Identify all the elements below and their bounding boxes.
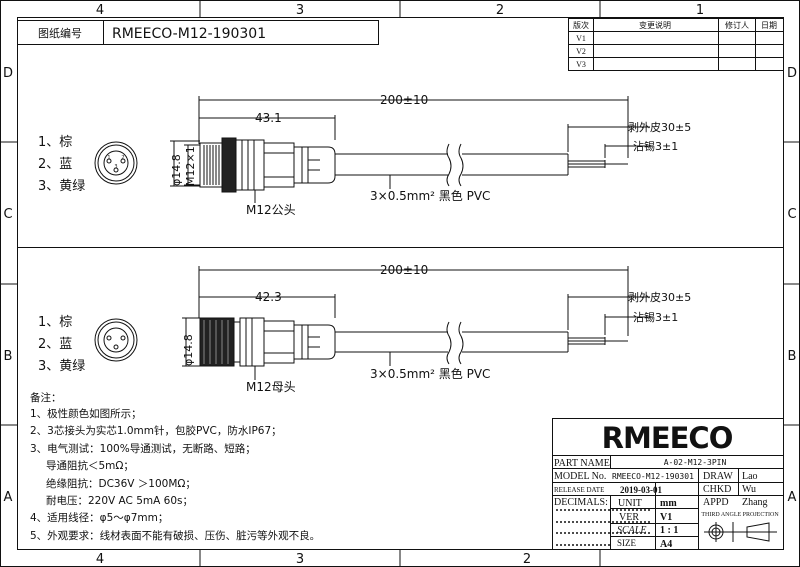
version-value: V1: [660, 512, 672, 523]
cable-male: [335, 143, 628, 187]
revision-row-version: V3: [576, 60, 586, 69]
pin-label-2: 2、蓝: [38, 337, 72, 352]
zone-label: B: [4, 349, 13, 364]
view-female-connector: [94, 266, 650, 380]
note-line: 导通阻抗＜5mΩ；: [46, 459, 134, 472]
zone-label: B: [788, 349, 797, 364]
connector-label: M12母头: [246, 380, 296, 394]
zone-label: C: [3, 207, 12, 222]
cable-spec: 3×0.5mm² 黑色 PVC: [370, 189, 490, 203]
pin-face-female: [94, 318, 138, 362]
projection-label: THIRD ANGLE PROJECTION: [701, 512, 779, 518]
zone-label: A: [4, 490, 13, 505]
cable-female: [335, 321, 628, 365]
pin-number: 3: [114, 164, 117, 170]
note-line: 1、极性颜色如图所示；: [30, 407, 142, 420]
zone-label: C: [787, 207, 796, 222]
connector-length-dimension: 43.1: [255, 111, 282, 125]
part-name-label: PART NAME: [554, 458, 610, 469]
release-date-label: RELEASE DATE: [554, 486, 604, 494]
pin-label-2: 2、蓝: [38, 157, 72, 172]
release-date-value: 2019-03-01: [620, 485, 662, 495]
connector-body-female: [199, 317, 336, 367]
draw-label: DRAW: [703, 471, 733, 482]
zone-label: 4: [96, 552, 104, 567]
tinning-dimension: 沾锡3±1: [633, 139, 678, 153]
drawing-number-value: RMEECO-M12-190301: [112, 26, 266, 42]
view-male-connector: [94, 96, 650, 203]
decimals-label: DECIMALS:: [554, 497, 608, 508]
version-label: VER: [619, 512, 639, 523]
note-line: 耐电压：220V AC 5mA 60s；: [46, 494, 193, 507]
pin-number: 1: [107, 155, 110, 161]
pin-label-3: 3、黄绿: [38, 359, 85, 374]
scale-value: 1 : 1: [660, 525, 678, 536]
strip-jacket-dimension: 剥外皮30±5: [628, 291, 691, 304]
note-line: 2、3芯接头为实芯1.0mm针，包胶PVC，防水IP67；: [30, 424, 282, 437]
zone-label: D: [787, 66, 797, 81]
revision-header-description: 变更说明: [639, 20, 671, 30]
dimensions-male: [170, 96, 650, 203]
approved-label: APPD: [703, 497, 729, 508]
note-line: 4、适用线径：φ5～φ7mm；: [30, 511, 168, 524]
zone-label: 1: [696, 3, 704, 18]
company-logo: RMEECO: [602, 421, 733, 455]
size-value: A4: [660, 539, 672, 550]
drawing-number-label: 图纸编号: [38, 26, 82, 40]
zone-label: 3: [296, 552, 304, 567]
dimensions-female: [182, 266, 650, 380]
cable-spec: 3×0.5mm² 黑色 PVC: [370, 367, 490, 381]
diameter-dimension: φ14.8: [182, 334, 195, 366]
revision-row-version: V1: [576, 34, 586, 43]
overall-length-dimension: 200±10: [380, 93, 428, 107]
note-line: 5、外观要求：线材表面不能有破损、压伤、脏污等外观不良。: [30, 529, 320, 542]
connector-label: M12公头: [246, 203, 296, 217]
zone-label: 4: [96, 3, 104, 18]
unit-value: mm: [660, 498, 677, 509]
revision-table: [568, 18, 784, 71]
diameter-dimension: φ14.8: [170, 154, 183, 186]
decimals-tolerance-marks: [556, 509, 650, 546]
drawing-number-box: [17, 20, 379, 45]
revision-row-version: V2: [576, 47, 586, 56]
draw-value: Lao: [742, 471, 758, 482]
pin-label-3: 3、黄绿: [38, 179, 85, 194]
zone-label: 3: [296, 3, 304, 18]
pin-face-male: [94, 141, 138, 185]
revision-header-version: 版次: [573, 20, 589, 30]
approved-value: Zhang: [742, 497, 768, 508]
thread-dimension: M12×1: [184, 146, 197, 186]
tinning-dimension: 沾锡3±1: [633, 310, 678, 324]
note-line: 绝缘阻抗：DC36V ＞100MΩ；: [46, 477, 196, 490]
size-label: SIZE: [617, 538, 637, 548]
connector-body-male: [199, 137, 336, 193]
scale-label: SCALE: [617, 525, 646, 536]
notes-title: 备注：: [30, 391, 62, 404]
zone-label: D: [3, 66, 13, 81]
unit-label: UNIT: [618, 498, 642, 509]
pin-label-1: 1、棕: [38, 315, 72, 330]
checked-label: CHKD: [703, 484, 731, 495]
third-angle-projection-symbol: [704, 522, 777, 542]
revision-header-date: 日期: [761, 21, 777, 30]
zone-label: 2: [496, 3, 504, 18]
revision-header-reviser: 修订人: [725, 20, 749, 30]
part-name-value: A-02-M12-3PIN: [664, 458, 727, 467]
note-line: 3、电气测试：100%导通测试，无断路、短路；: [30, 442, 256, 455]
checked-value: Wu: [742, 484, 756, 495]
model-label: MODEL No.: [554, 471, 606, 482]
zone-label: A: [788, 490, 797, 505]
title-block: [552, 418, 784, 550]
pin-number: 2: [121, 155, 124, 161]
connector-length-dimension: 42.3: [255, 290, 282, 304]
model-value: RMEECO-M12-190301: [612, 472, 694, 481]
pin-label-1: 1、棕: [38, 135, 72, 150]
overall-length-dimension: 200±10: [380, 263, 428, 277]
strip-jacket-dimension: 剥外皮30±5: [628, 121, 691, 134]
zone-label: 2: [523, 552, 531, 567]
